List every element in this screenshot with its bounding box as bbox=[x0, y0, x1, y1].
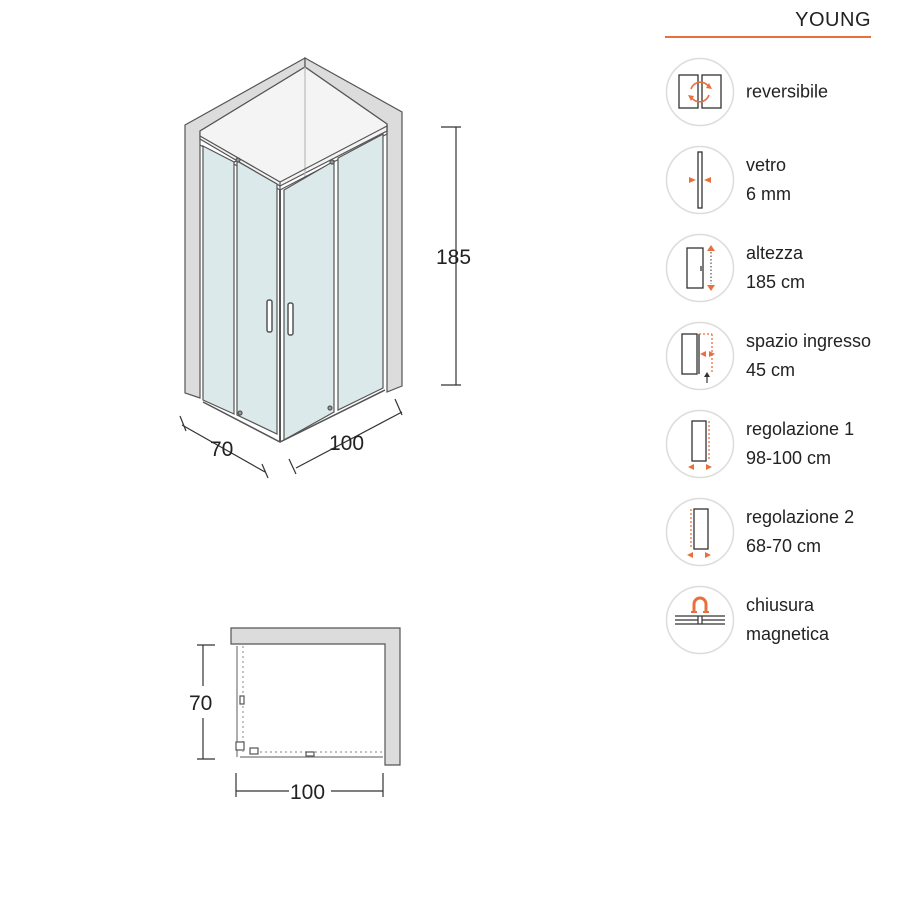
feature-height-line1: altezza bbox=[746, 243, 804, 263]
feature-adjust2-line1: regolazione 2 bbox=[746, 507, 855, 527]
side-glass-fixed bbox=[202, 145, 235, 415]
feature-adjust2-line2: 68-70 cm bbox=[746, 536, 822, 556]
plan-dimensions bbox=[197, 644, 384, 797]
feature-glass-line2: 6 mm bbox=[746, 184, 791, 204]
brand-header: YOUNG bbox=[665, 6, 871, 38]
iso-height-label: 185 bbox=[436, 246, 471, 269]
plan-depth-label: 70 bbox=[189, 692, 212, 715]
feature-reversible-text: reversibile bbox=[746, 78, 828, 107]
iso-dimensions bbox=[179, 126, 461, 479]
magnetic-closure-icon bbox=[665, 585, 735, 655]
adjustment-1-icon bbox=[665, 409, 735, 479]
handle-right bbox=[287, 302, 294, 336]
glass-thickness-icon bbox=[665, 145, 735, 215]
feature-height-line2: 185 cm bbox=[746, 272, 806, 292]
plan-walls bbox=[230, 627, 401, 766]
feature-reversible-line1: reversibile bbox=[746, 81, 829, 102]
adjustment-2-icon bbox=[665, 497, 735, 567]
iso-width-label: 100 bbox=[329, 432, 364, 455]
plan-width-label: 100 bbox=[290, 781, 325, 804]
front-glass-sliding bbox=[283, 159, 335, 442]
feature-glass-text: vetro 6 mm bbox=[746, 151, 791, 209]
feature-height-text: altezza 185 cm bbox=[746, 239, 805, 297]
iso-depth-label: 70 bbox=[210, 438, 233, 461]
feature-entry-text: spazio ingresso 45 cm bbox=[746, 327, 871, 385]
feature-height: altezza 185 cm bbox=[665, 233, 897, 303]
feature-adjust1-text: regolazione 1 98-100 cm bbox=[746, 415, 854, 473]
feature-adjust2-text: regolazione 2 68-70 cm bbox=[746, 503, 854, 561]
feature-glass-line1: vetro bbox=[746, 155, 787, 175]
feature-glass: vetro 6 mm bbox=[665, 145, 897, 215]
isometric-view bbox=[184, 56, 403, 443]
feature-adjust1: regolazione 1 98-100 cm bbox=[665, 409, 897, 479]
feature-magnetic-text: chiusura magnetica bbox=[746, 591, 829, 649]
plan-view bbox=[230, 627, 401, 766]
feature-entry: spazio ingresso 45 cm bbox=[665, 321, 897, 391]
brand-name: YOUNG bbox=[795, 9, 871, 31]
entry-space-icon bbox=[665, 321, 735, 391]
reversible-icon bbox=[665, 57, 735, 127]
feature-adjust1-line1: regolazione 1 bbox=[746, 419, 855, 439]
feature-entry-line1: spazio ingresso bbox=[746, 331, 872, 351]
bottom-rail bbox=[202, 389, 386, 443]
feature-magnetic-line2: magnetica bbox=[746, 624, 830, 644]
feature-entry-line2: 45 cm bbox=[746, 360, 796, 380]
feature-adjust2: regolazione 2 68-70 cm bbox=[665, 497, 897, 567]
handle-left bbox=[266, 299, 273, 333]
side-glass-sliding bbox=[236, 159, 278, 435]
front-glass-fixed bbox=[337, 133, 384, 411]
feature-reversible: reversibile bbox=[665, 57, 897, 127]
feature-magnetic-line1: chiusura bbox=[746, 595, 815, 615]
feature-adjust1-line2: 98-100 cm bbox=[746, 448, 832, 468]
feature-magnetic: chiusura magnetica bbox=[665, 585, 897, 655]
height-icon bbox=[665, 233, 735, 303]
